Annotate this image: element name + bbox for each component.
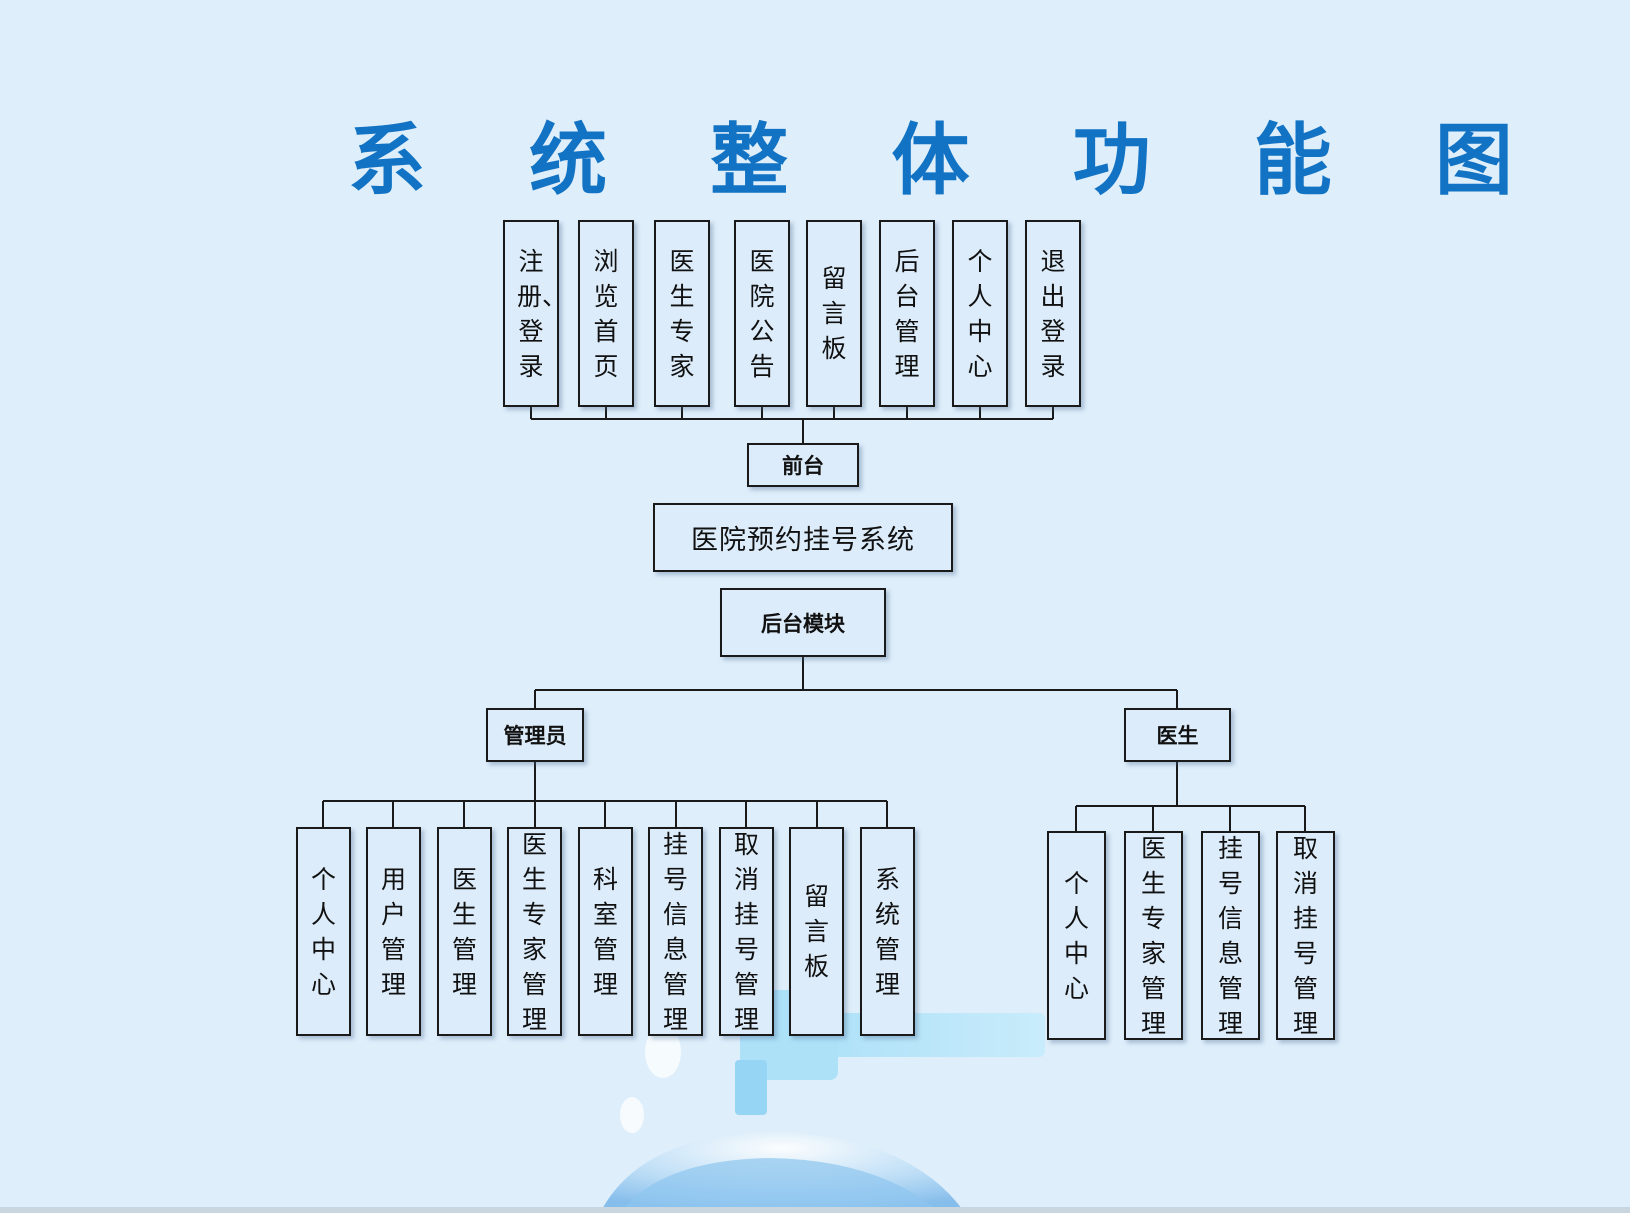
doctor-item-cancel-registration-management: 取消挂号管理: [1276, 831, 1335, 1040]
frontend-node: 前台: [747, 443, 859, 487]
admin-item-system-management: 系统管理: [860, 827, 915, 1036]
backend-node: 后台模块: [720, 588, 886, 657]
page-title: 系 统 整 体 功 能 图: [348, 116, 1551, 206]
frontend-item-hospital-notice: 医院公告: [734, 220, 790, 407]
admin-item-department-management: 科室管理: [578, 827, 633, 1036]
doctor-item-registration-info-management: 挂号信息管理: [1201, 831, 1260, 1040]
frontend-item-register-login: 注册、登录: [503, 220, 567, 407]
connector-lines: [322, 405, 1306, 831]
admin-node: 管理员: [486, 708, 584, 762]
doctor-item-personal-center: 个人中心: [1047, 831, 1106, 1040]
frontend-item-doctor-experts: 医生专家: [654, 220, 710, 407]
admin-item-doctor-management: 医生管理: [437, 827, 492, 1036]
frontend-item-logout: 退出登录: [1025, 220, 1081, 407]
bottom-bar: [0, 1207, 1630, 1213]
system-root-node: 医院预约挂号系统: [653, 503, 953, 572]
admin-item-personal-center: 个人中心: [296, 827, 351, 1036]
frontend-item-backend-management: 后台管理: [879, 220, 935, 407]
frontend-item-personal-center: 个人中心: [952, 220, 1008, 407]
admin-item-user-management: 用户管理: [366, 827, 421, 1036]
admin-item-message-board: 留言板: [789, 827, 844, 1036]
doctor-item-doctor-expert-management: 医生专家管理: [1124, 831, 1183, 1040]
frontend-item-browse-home: 浏览首页: [578, 220, 634, 407]
doctor-node: 医生: [1124, 708, 1231, 762]
admin-item-doctor-expert-management: 医生专家管理: [507, 827, 562, 1036]
admin-item-cancel-registration-management: 取消挂号管理: [719, 827, 774, 1036]
frontend-item-message-board: 留言板: [806, 220, 862, 407]
admin-item-registration-info-management: 挂号信息管理: [648, 827, 703, 1036]
